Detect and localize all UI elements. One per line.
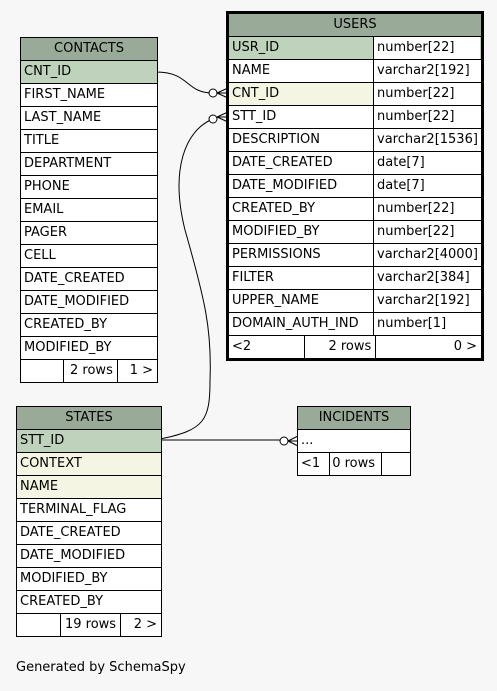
states-column[interactable]: CREATED_BY — [17, 591, 161, 614]
link-states-users — [159, 118, 214, 440]
states-footer: 19 rows 2 > — [17, 614, 161, 636]
contacts-column[interactable]: DATE_MODIFIED — [21, 291, 157, 314]
incidents-column[interactable]: ... — [298, 430, 410, 453]
users-table-title[interactable]: USERS — [229, 14, 481, 37]
states-column[interactable]: DATE_MODIFIED — [17, 545, 161, 568]
contacts-column[interactable]: TITLE — [21, 130, 157, 153]
incidents-table-title[interactable]: INCIDENTS — [298, 407, 410, 430]
contacts-column[interactable]: CELL — [21, 245, 157, 268]
users-footer: <2 2 rows 0 > — [229, 336, 481, 358]
link-states-users-end — [208, 114, 218, 124]
link-states-incidents-end — [279, 436, 289, 446]
contacts-column[interactable]: CNT_ID — [21, 61, 157, 84]
contacts-column[interactable]: EMAIL — [21, 199, 157, 222]
link-states-incidents-arrow — [287, 435, 299, 447]
contacts-column[interactable]: DEPARTMENT — [21, 153, 157, 176]
contacts-table[interactable]: CONTACTS CNT_ID FIRST_NAME LAST_NAME TIT… — [20, 37, 158, 383]
contacts-column[interactable]: PAGER — [21, 222, 157, 245]
states-table-title[interactable]: STATES — [17, 407, 161, 430]
contacts-footer: 2 rows 1 > — [21, 360, 157, 382]
contacts-column[interactable]: FIRST_NAME — [21, 84, 157, 107]
incidents-table[interactable]: INCIDENTS ... <1 0 rows — [297, 406, 411, 476]
states-column[interactable]: MODIFIED_BY — [17, 568, 161, 591]
contacts-column[interactable]: MODIFIED_BY — [21, 337, 157, 360]
contacts-column[interactable]: PHONE — [21, 176, 157, 199]
generated-by-credit: Generated by SchemaSpy — [16, 660, 186, 675]
states-column[interactable]: CONTEXT — [17, 453, 161, 476]
incidents-footer: <1 0 rows — [298, 453, 410, 475]
states-column[interactable]: DATE_CREATED — [17, 522, 161, 545]
states-column[interactable]: NAME — [17, 476, 161, 499]
link-contacts-users-end — [208, 88, 218, 98]
contacts-column[interactable]: CREATED_BY — [21, 314, 157, 337]
states-column[interactable]: STT_ID — [17, 430, 161, 453]
states-table[interactable]: STATES STT_ID CONTEXT NAME TERMINAL_FLAG… — [16, 406, 162, 637]
states-column[interactable]: TERMINAL_FLAG — [17, 499, 161, 522]
link-contacts-users — [155, 71, 214, 94]
contacts-column[interactable]: LAST_NAME — [21, 107, 157, 130]
contacts-column[interactable]: DATE_CREATED — [21, 268, 157, 291]
contacts-table-title[interactable]: CONTACTS — [21, 38, 157, 61]
